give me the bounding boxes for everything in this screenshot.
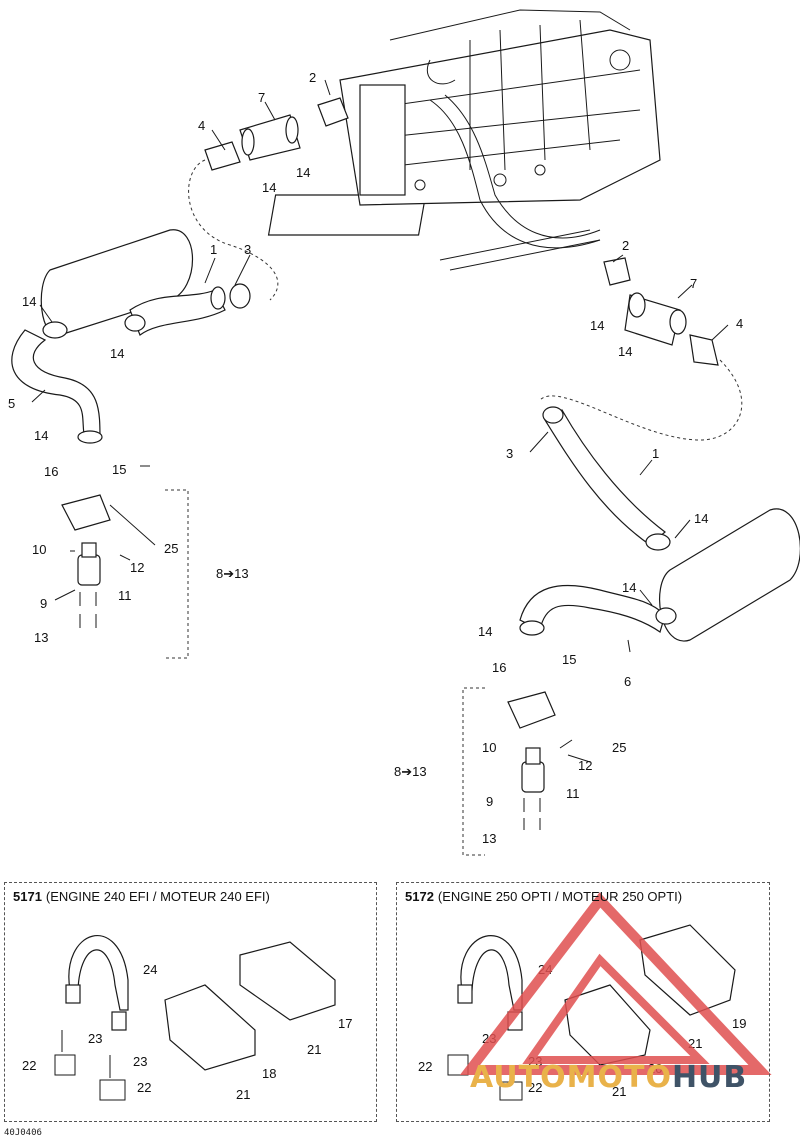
right-box-parts: 24 19 23 22 23 22 20 21 21	[418, 924, 746, 1101]
label-ul-14e: 14	[34, 428, 48, 443]
label-ul-1: 1	[210, 242, 217, 257]
label-ul-5: 5	[8, 396, 15, 411]
label-r-14e: 14	[478, 624, 492, 639]
label-r-14d: 14	[622, 580, 636, 595]
callout-labels: 2 7 4 14 14 1 3 14 14 5 14 16 15 25 10 1…	[8, 70, 743, 846]
label-r-13: 13	[482, 831, 496, 846]
label-r-25: 25	[612, 740, 626, 755]
left-box-label-17: 17	[338, 1016, 352, 1031]
label-ul-11: 11	[118, 588, 132, 603]
variant-box-5172: 5172(ENGINE 250 OPTI / MOTEUR 250 OPTI)	[396, 882, 770, 1122]
label-r-10: 10	[482, 740, 496, 755]
watermark-text: AUTOMOTOHUB	[470, 1060, 747, 1095]
label-ul-7: 7	[258, 90, 265, 105]
label-r-14b: 14	[618, 344, 632, 359]
left-exhaust-assembly	[11, 79, 349, 659]
label-r-9: 9	[486, 794, 493, 809]
label-ul-8to13: 8➔13	[216, 566, 249, 581]
label-r-14a: 14	[590, 318, 604, 333]
left-box-label-23b: 23	[133, 1054, 147, 1069]
label-ul-3: 3	[244, 242, 251, 257]
label-r-15: 15	[562, 652, 576, 667]
label-ul-25: 25	[164, 541, 178, 556]
left-box-label-21a: 21	[307, 1042, 321, 1057]
variant-title: (ENGINE 240 EFI / MOTEUR 240 EFI)	[45, 889, 270, 904]
label-r-6: 6	[624, 674, 631, 689]
label-ul-14a: 14	[262, 180, 276, 195]
label-ul-14b: 14	[296, 165, 310, 180]
label-ul-4: 4	[198, 118, 205, 133]
right-exhaust-assembly	[462, 254, 800, 856]
label-ul-10: 10	[32, 542, 46, 557]
variant-title: (ENGINE 250 OPTI / MOTEUR 250 OPTI)	[437, 889, 683, 904]
label-ul-14c: 14	[22, 294, 36, 309]
variant-code: 5172	[405, 889, 434, 904]
left-box-label-22b: 22	[137, 1080, 151, 1095]
watermark-part-b: HUB	[671, 1060, 748, 1095]
label-ul-9: 9	[40, 596, 47, 611]
label-r-7: 7	[690, 276, 697, 291]
variant-box-5171: 5171(ENGINE 240 EFI / MOTEUR 240 EFI)	[4, 882, 377, 1122]
label-ul-16: 16	[44, 464, 58, 479]
label-ul-15: 15	[112, 462, 126, 477]
label-r-12: 12	[578, 758, 592, 773]
label-ul-13: 13	[34, 630, 48, 645]
label-r-1: 1	[652, 446, 659, 461]
watermark-part-a: AUTOMOTO	[470, 1060, 672, 1095]
right-box-label-22a: 22	[418, 1059, 432, 1074]
label-r-11: 11	[566, 786, 580, 801]
variant-box-5172-title: 5172(ENGINE 250 OPTI / MOTEUR 250 OPTI)	[405, 889, 682, 904]
label-ul-12: 12	[130, 560, 144, 575]
label-r-3: 3	[506, 446, 513, 461]
right-box-label-21b: 21	[612, 1084, 626, 1099]
left-box-label-18: 18	[262, 1066, 276, 1081]
left-box-label-23a: 23	[88, 1031, 102, 1046]
left-box-label-21b: 21	[236, 1087, 250, 1102]
variant-code: 5171	[13, 889, 42, 904]
left-box-label-24: 24	[143, 962, 157, 977]
label-r-8to13: 8➔13	[394, 764, 427, 779]
right-box-label-19: 19	[732, 1016, 746, 1031]
label-r-4: 4	[736, 316, 743, 331]
label-r-16: 16	[492, 660, 506, 675]
figure-code: 40J0406	[4, 1128, 42, 1138]
left-box-label-22a: 22	[22, 1058, 36, 1073]
watermark-logo-icon	[459, 892, 772, 1075]
left-box-parts: 24 17 23 22 23 22 18 21 21	[22, 935, 352, 1102]
label-r-2: 2	[622, 238, 629, 253]
right-box-label-22b: 22	[528, 1080, 542, 1095]
label-r-14c: 14	[694, 511, 708, 526]
label-ul-14d: 14	[110, 346, 124, 361]
variant-box-5171-title: 5171(ENGINE 240 EFI / MOTEUR 240 EFI)	[13, 889, 270, 904]
label-ul-2: 2	[309, 70, 316, 85]
engine-block-illustration	[267, 9, 661, 271]
